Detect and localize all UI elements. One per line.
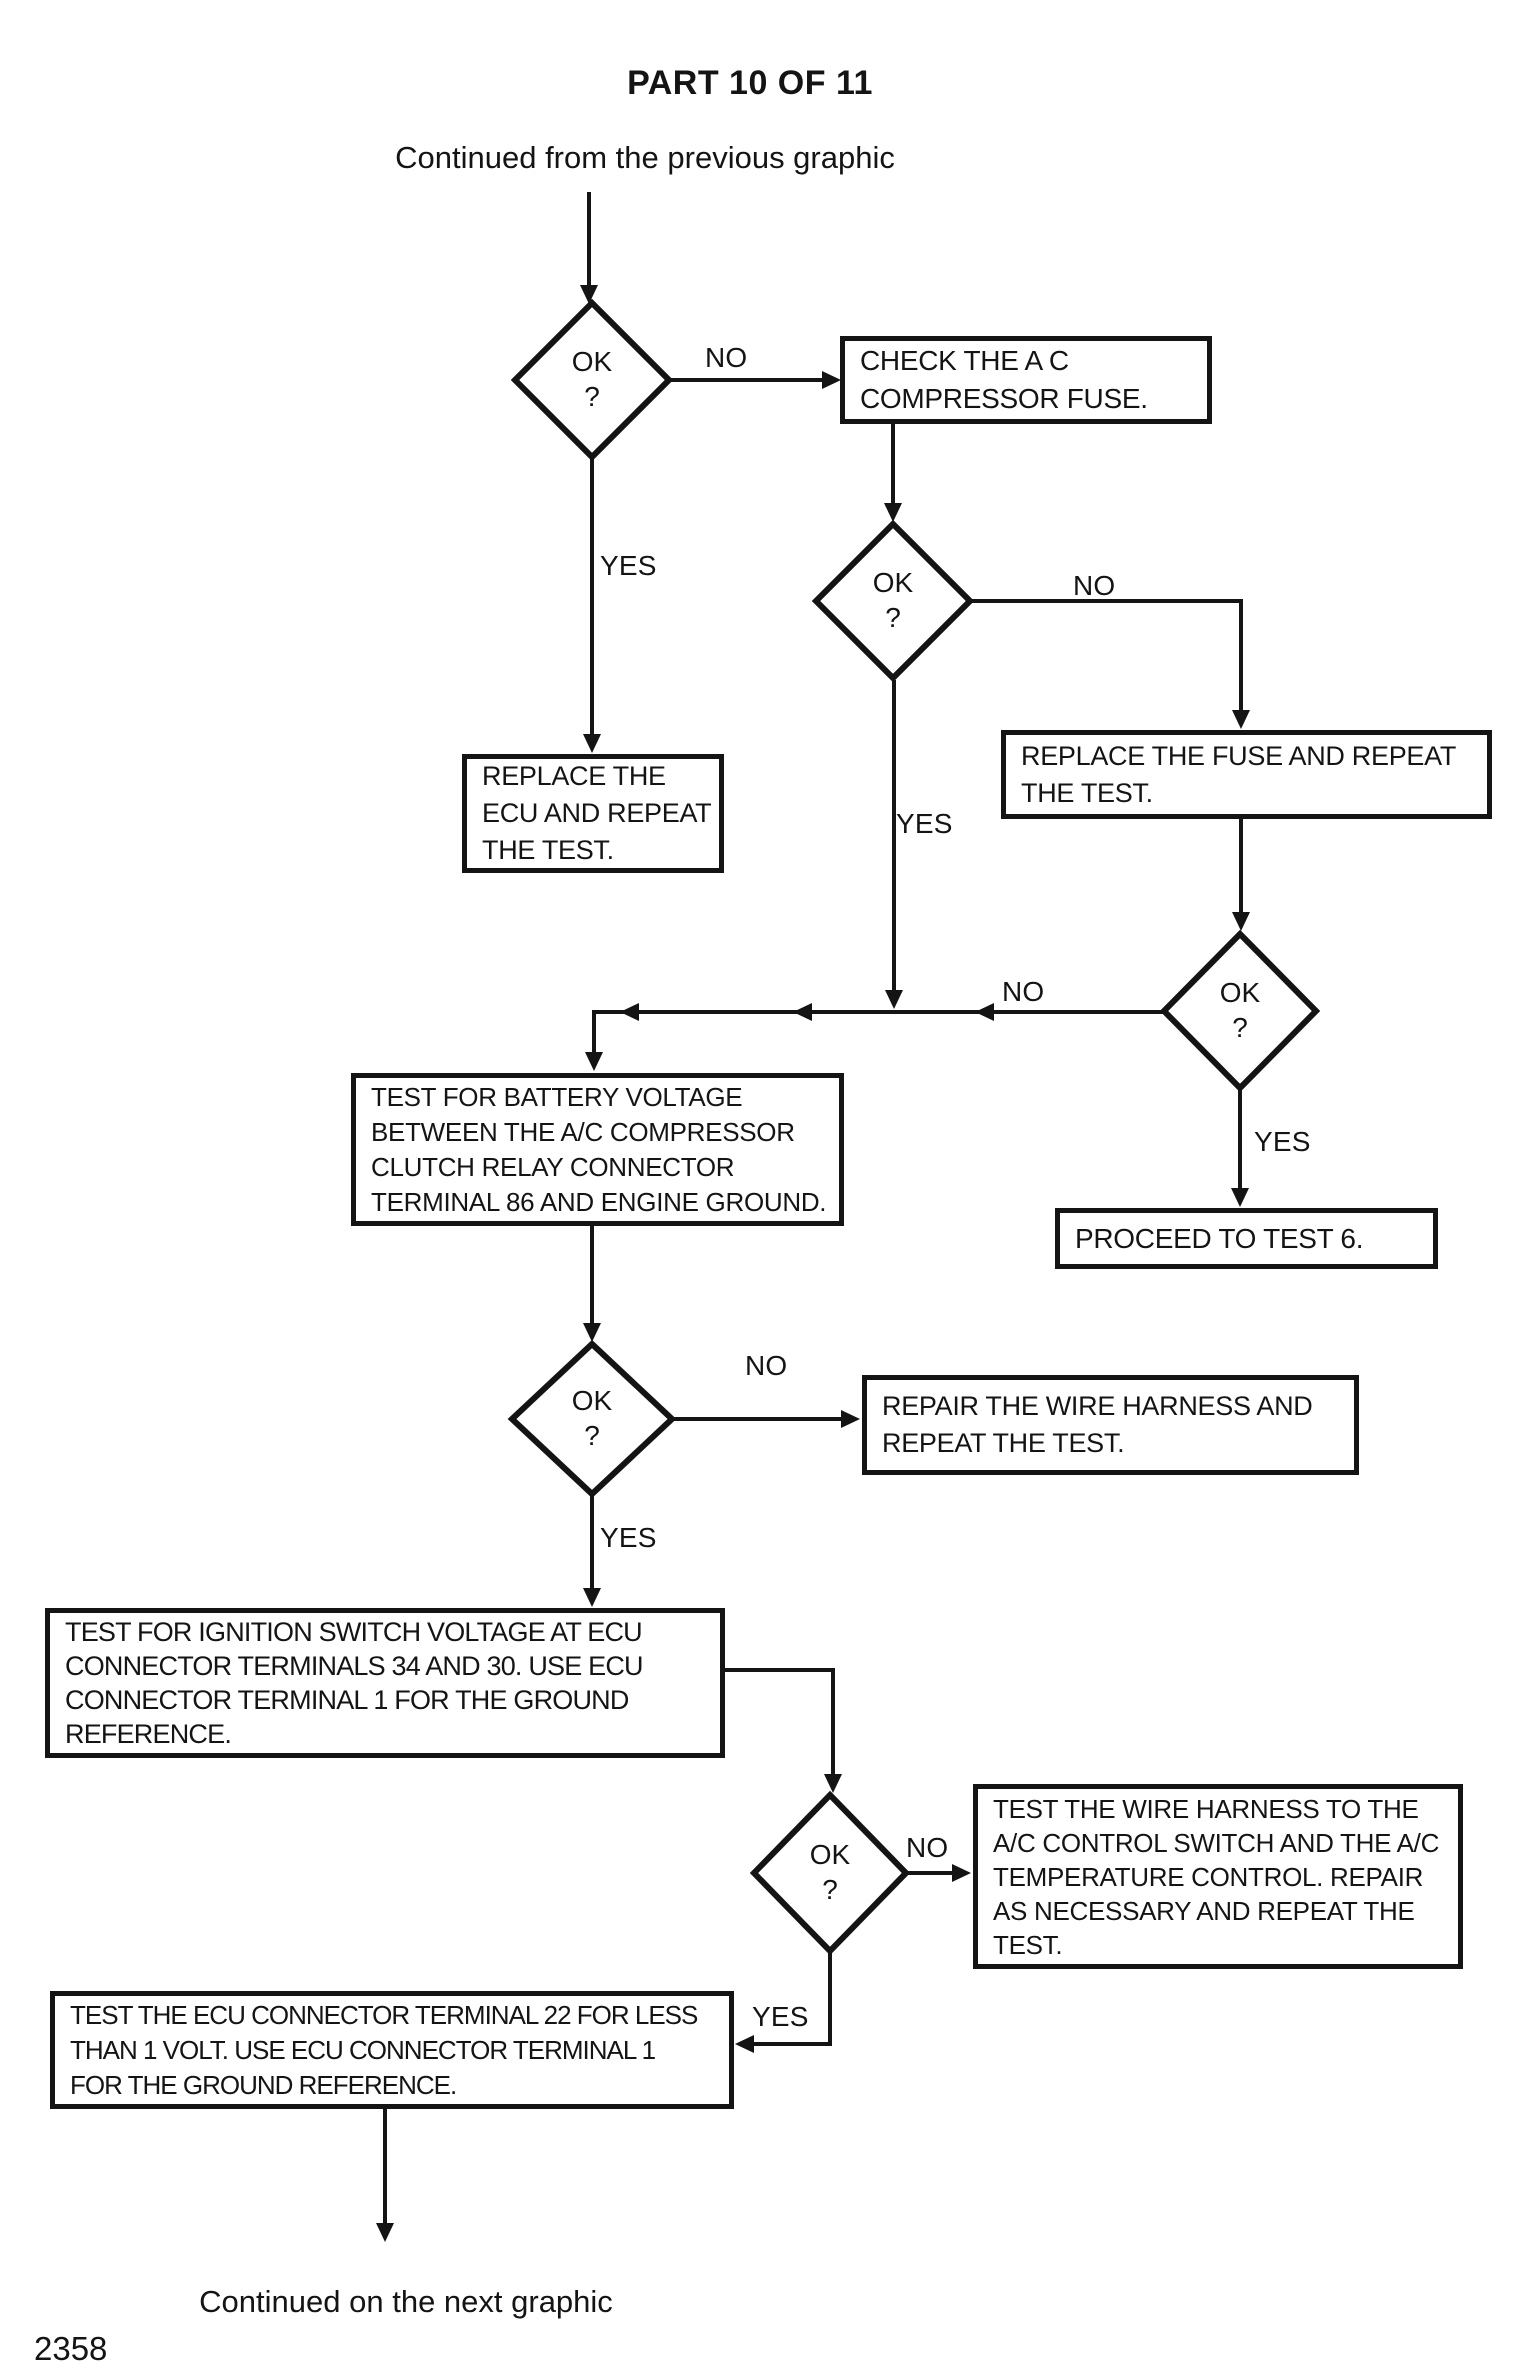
process-box-replace-fuse: REPLACE THE FUSE AND REPEAT THE TEST.: [1001, 730, 1492, 819]
decision-diamond-1: [510, 298, 674, 462]
box-line: TEMPERATURE CONTROL. REPAIR: [993, 1861, 1424, 1892]
arrowhead-no-3-c: [620, 1003, 639, 1021]
box-line: CONNECTOR TERMINALS 34 AND 30. USE ECU: [65, 1651, 644, 1681]
decision-1-label: OK ?: [532, 344, 652, 414]
decision-diamond-2: [811, 519, 975, 683]
box-line: REFERENCE.: [65, 1719, 232, 1749]
box-line: REPLACE THE: [482, 761, 666, 791]
arrowhead-into-decision-5: [824, 1774, 842, 1793]
decision-5-text: OK: [809, 1839, 851, 1870]
arrowhead-no-2: [1232, 710, 1250, 729]
decision-3-label: OK ?: [1180, 975, 1300, 1045]
arrowhead-no-4: [841, 1410, 860, 1428]
process-box-proceed-to-test-6: PROCEED TO TEST 6.: [1055, 1208, 1438, 1269]
decision-3-question-mark: ?: [1232, 1012, 1248, 1043]
arrowhead-into-battery-box: [585, 1052, 603, 1071]
box-line: FOR THE GROUND REFERENCE.: [70, 2069, 457, 2100]
arrowhead-no-1: [822, 371, 841, 389]
box-line: THE TEST.: [1021, 777, 1153, 808]
box-line: AS NECESSARY AND REPEAT THE: [993, 1895, 1415, 1926]
edge-label-no-1: NO: [705, 342, 748, 373]
box-line: CHECK THE A C: [860, 345, 1069, 376]
arrowhead-no-3-b: [793, 1003, 812, 1021]
box-line: TEST.: [993, 1929, 1063, 1960]
arrowhead-into-decision-4: [583, 1323, 601, 1342]
decision-5-question-mark: ?: [822, 1874, 838, 1905]
edge-ignition-to-decision-5: [724, 1668, 835, 1778]
process-box-test-battery-voltage: TEST FOR BATTERY VOLTAGE BETWEEN THE A/C…: [351, 1073, 844, 1226]
arrowhead-into-decision-2: [884, 503, 902, 522]
page-title: PART 10 OF 11: [627, 64, 873, 102]
decision-2-question-mark: ?: [885, 602, 901, 633]
decision-diamond-3: [1159, 929, 1321, 1093]
edge-label-no-4: NO: [745, 1350, 788, 1381]
decision-2-label: OK ?: [833, 565, 953, 635]
process-box-test-wire-harness-ac-control: TEST THE WIRE HARNESS TO THE A/C CONTROL…: [973, 1784, 1463, 1969]
box-line: THE TEST.: [482, 835, 614, 865]
box-line: TERMINAL 86 AND ENGINE GROUND.: [371, 1186, 827, 1217]
arrowhead-exit: [376, 2223, 394, 2242]
edge-label-yes-1: YES: [600, 550, 657, 581]
arrowhead-entry: [580, 285, 598, 304]
edge-label-yes-2: YES: [896, 808, 953, 839]
edge-label-yes-5: YES: [752, 2001, 809, 2032]
arrowhead-yes-1: [583, 734, 601, 753]
box-line: ECU AND REPEAT: [482, 798, 712, 828]
box-line: REPAIR THE WIRE HARNESS AND: [882, 1391, 1313, 1421]
box-line: TEST FOR BATTERY VOLTAGE: [371, 1081, 743, 1112]
decision-4-label: OK ?: [532, 1383, 652, 1453]
arrowhead-into-decision-3: [1232, 912, 1250, 931]
page-number: 2358: [34, 2330, 108, 2367]
process-box-repair-wire-harness: REPAIR THE WIRE HARNESS AND REPEAT THE T…: [862, 1375, 1359, 1475]
edge-decision-3-no: [592, 1010, 1163, 1056]
decision-4-text: OK: [571, 1385, 613, 1416]
box-line: TEST FOR IGNITION SWITCH VOLTAGE AT ECU: [65, 1617, 643, 1647]
box-line: TEST THE WIRE HARNESS TO THE: [993, 1793, 1419, 1824]
decision-2-text: OK: [872, 567, 914, 598]
decision-1-question-mark: ?: [584, 381, 600, 412]
arrowhead-yes-4: [583, 1588, 601, 1607]
box-line: CLUTCH RELAY CONNECTOR: [371, 1151, 735, 1182]
continued-on-next-note: Continued on the next graphic: [199, 2284, 613, 2319]
box-line: THAN 1 VOLT. USE ECU CONNECTOR TERMINAL …: [70, 2034, 656, 2065]
edge-label-no-3: NO: [1002, 976, 1045, 1007]
continued-from-note: Continued from the previous graphic: [395, 140, 895, 175]
arrowhead-no-3-a: [975, 1003, 994, 1021]
box-line: COMPRESSOR FUSE.: [860, 383, 1148, 414]
arrowhead-no-5: [952, 1864, 971, 1882]
box-line: A/C CONTROL SWITCH AND THE A/C: [993, 1827, 1440, 1858]
box-line: REPLACE THE FUSE AND REPEAT: [1021, 740, 1457, 771]
arrowhead-yes-5: [735, 2035, 754, 2053]
box-line: REPEAT THE TEST.: [882, 1428, 1125, 1458]
edge-label-yes-3: YES: [1254, 1126, 1311, 1157]
box-line: PROCEED TO TEST 6.: [1075, 1222, 1364, 1254]
decision-1-text: OK: [571, 346, 613, 377]
process-box-check-compressor-fuse: CHECK THE A C COMPRESSOR FUSE.: [840, 336, 1212, 424]
process-box-replace-ecu: REPLACE THE ECU AND REPEAT THE TEST.: [462, 754, 724, 873]
edge-label-no-2: NO: [1073, 570, 1116, 601]
decision-diamond-5: [749, 1790, 911, 1956]
process-box-test-ignition-switch-voltage: TEST FOR IGNITION SWITCH VOLTAGE AT ECU …: [45, 1608, 725, 1758]
arrowhead-yes-3: [1231, 1188, 1249, 1207]
decision-4-question-mark: ?: [584, 1420, 600, 1451]
decision-3-text: OK: [1219, 977, 1261, 1008]
edge-decision-5-yes: [750, 1951, 832, 2046]
arrowhead-yes-2: [885, 990, 903, 1009]
decision-diamond-4: [507, 1339, 677, 1499]
box-line: TEST THE ECU CONNECTOR TERMINAL 22 FOR L…: [70, 1999, 698, 2030]
process-box-test-ecu-terminal-22: TEST THE ECU CONNECTOR TERMINAL 22 FOR L…: [50, 1991, 734, 2109]
edge-decision-2-no: [972, 599, 1243, 713]
box-line: CONNECTOR TERMINAL 1 FOR THE GROUND: [65, 1685, 629, 1715]
edge-label-yes-4: YES: [600, 1522, 657, 1553]
decision-5-label: OK ?: [770, 1837, 890, 1907]
box-line: BETWEEN THE A/C COMPRESSOR: [371, 1116, 795, 1147]
edge-label-no-5: NO: [906, 1832, 949, 1863]
